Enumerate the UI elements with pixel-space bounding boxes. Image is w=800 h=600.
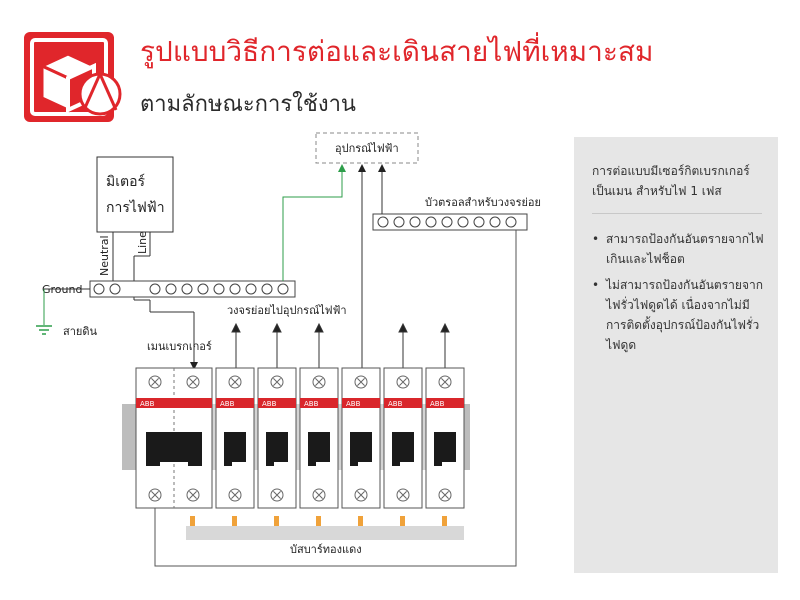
bullet-icon: • xyxy=(592,278,600,292)
subcircuit-arrows xyxy=(231,322,450,372)
subcircuit-label: วงจรย่อยไปอุปกรณ์ไฟฟ้า xyxy=(227,304,347,317)
meter-label-line2: การไฟฟ้า xyxy=(106,199,165,216)
info-heading: การต่อแบบมีเซอร์กิตเบรกเกอร์เป็นเมน สำหร… xyxy=(592,164,750,198)
appliance-label: อุปกรณ์ไฟฟ้า xyxy=(335,142,399,155)
page-subtitle: ตามลักษณะการใช้งาน xyxy=(140,92,356,117)
info-item-text: สามารถป้องกันอันตรายจากไฟเกินและไฟช็อต xyxy=(606,232,764,266)
neutral-label: Neutral xyxy=(98,235,111,276)
line-label: Line xyxy=(136,231,149,254)
sub-breaker: ABB xyxy=(215,367,255,509)
list-item: • ไม่สามารถป้องกันอันตรายจากไฟรั่วไฟดูดไ… xyxy=(592,275,770,355)
arrow-up-icon xyxy=(358,164,366,172)
sub-breaker: ABB xyxy=(383,367,423,509)
sub-breakers: ABB ABB ABB ABB ABB ABB xyxy=(215,367,465,509)
meter-box xyxy=(96,156,174,233)
sub-breaker: ABB xyxy=(341,367,381,509)
copper-busbar xyxy=(186,526,464,540)
breaker-brand-label: ABB xyxy=(262,400,277,408)
info-list: • สามารถป้องกันอันตรายจากไฟเกินและไฟช็อต… xyxy=(592,229,770,361)
green-arrow-icon xyxy=(338,164,346,172)
ground-terminals xyxy=(93,283,289,295)
bullet-icon: • xyxy=(592,232,600,246)
breaker-brand-label: ABB xyxy=(388,400,403,408)
info-item-text: ไม่สามารถป้องกันอันตรายจากไฟรั่วไฟดูดได้… xyxy=(606,278,763,352)
meter-label-line1: มิเตอร์ xyxy=(106,173,146,190)
breaker-brand-label: ABB xyxy=(430,400,445,408)
breaker-brand-label: ABB xyxy=(346,400,361,408)
svg-text:ABB: ABB xyxy=(140,400,155,408)
main-breaker: ABB xyxy=(135,367,213,509)
list-item: • สามารถป้องกันอันตรายจากไฟเกินและไฟช็อต xyxy=(592,229,770,269)
sub-breaker: ABB xyxy=(299,367,339,509)
sub-breaker: ABB xyxy=(425,367,465,509)
info-divider xyxy=(592,213,762,214)
rcd-terminal-bar xyxy=(372,213,528,231)
page-title: รูปแบบวิธีการต่อและเดินสายไฟที่เหมาะสม xyxy=(140,35,654,68)
rcd-label: บัวตรอลสำหรับวงจรย่อย xyxy=(425,196,541,209)
earth-ground-icon xyxy=(36,325,52,335)
arrow-up-icon xyxy=(378,164,386,172)
appliance-box xyxy=(315,132,419,164)
sub-breaker: ABB xyxy=(257,367,297,509)
main-breaker-label: เมนเบรกเกอร์ xyxy=(147,340,212,353)
busbar-label: บัสบาร์ทองแดง xyxy=(290,543,362,556)
breaker-brand-label: ABB xyxy=(220,400,235,408)
box-logo-icon xyxy=(24,32,122,122)
info-panel: การต่อแบบมีเซอร์กิตเบรกเกอร์เป็นเมน สำหร… xyxy=(574,137,778,573)
busbar-pins xyxy=(190,516,447,526)
breaker-brand-label: ABB xyxy=(304,400,319,408)
earth-label: สายดิน xyxy=(63,325,97,338)
